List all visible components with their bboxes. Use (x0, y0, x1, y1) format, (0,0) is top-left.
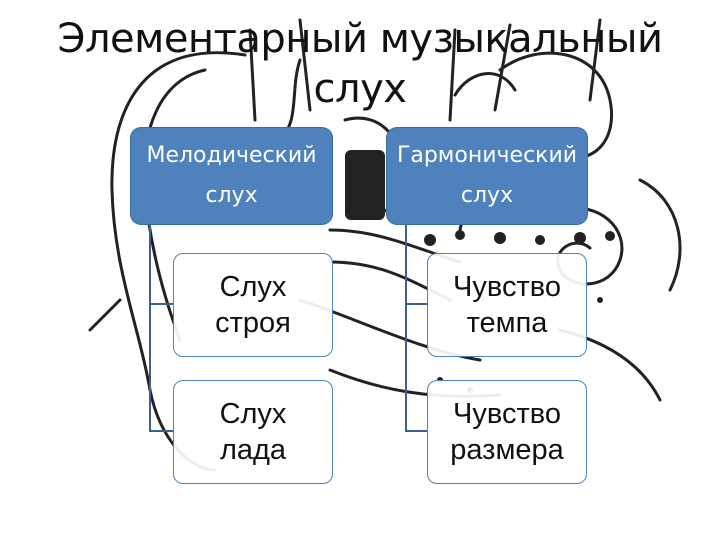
connector-right-vertical (405, 224, 407, 432)
tempo-sense-line2: темпа (466, 307, 548, 339)
tempo-sense-line1: Чувство (453, 271, 561, 303)
meter-sense-line2: размера (450, 434, 564, 466)
harmonic-hearing-line2: слух (460, 183, 514, 208)
diagram-title: Элементарный музыкальный слух (0, 14, 720, 114)
mode-hearing-line2: лада (219, 434, 287, 466)
connector-left-to-child2 (149, 430, 173, 432)
mode-hearing-box: Слух лада (173, 380, 333, 484)
connector-right-to-child2 (405, 430, 427, 432)
melodic-hearing-line2: слух (205, 183, 258, 208)
melodic-hearing-box: Мелодический слух (131, 128, 332, 224)
meter-sense-line1: Чувство (453, 398, 561, 430)
mode-hearing-line1: Слух (219, 398, 287, 430)
connector-left-vertical (149, 224, 151, 432)
connector-left-to-child1 (149, 303, 173, 305)
diagram-title-line1: Элементарный музыкальный (57, 16, 663, 62)
tuning-hearing-box: Слух строя (173, 253, 333, 357)
tempo-sense-box: Чувство темпа (427, 253, 587, 357)
harmonic-hearing-line1: Гармонический (396, 143, 578, 168)
meter-sense-box: Чувство размера (427, 380, 587, 484)
connector-right-to-child1 (405, 303, 427, 305)
harmonic-hearing-box: Гармонический слух (387, 128, 587, 224)
diagram-title-line2: слух (313, 66, 407, 112)
tuning-hearing-line2: строя (215, 307, 291, 339)
melodic-hearing-line1: Мелодический (146, 143, 317, 168)
tuning-hearing-line1: Слух (219, 271, 287, 303)
